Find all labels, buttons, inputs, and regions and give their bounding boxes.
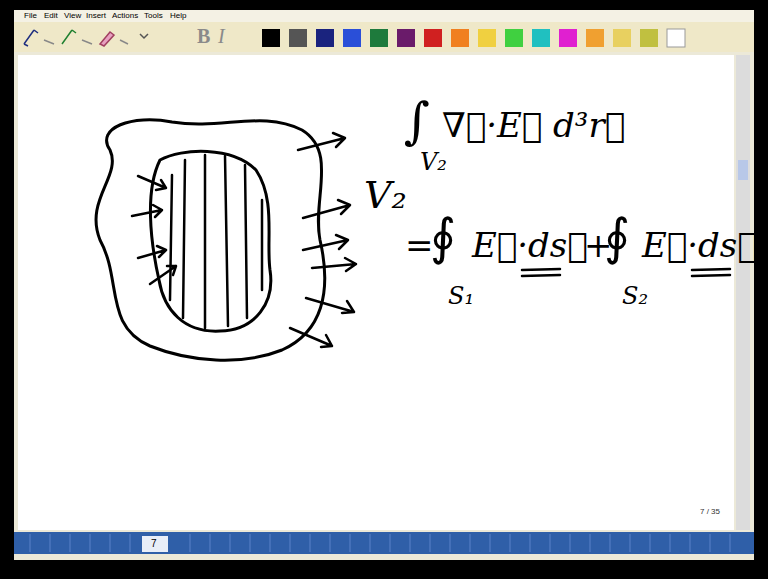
pen-tools [24,30,148,46]
equation-symbol: = [405,228,434,262]
outward-flux-arrows [290,133,356,347]
equation-term: ∇⃗·E⃗ d³r⃗ [442,108,625,142]
window-body [14,10,754,560]
menu-item: Actions [112,12,138,20]
integral-sign: ∮ [604,212,630,262]
outer-volume [96,120,325,360]
integral-sign: ∫ [404,96,430,146]
inward-flux-arrows [132,176,176,284]
page-number: 7 [151,539,157,549]
hatching [170,155,262,328]
scrollbar [736,55,750,530]
toolbar [14,22,754,52]
integral-sign: ∮ [430,212,456,262]
color-palette [262,29,685,47]
canvas [18,55,734,530]
scroll-thumb [738,160,748,180]
inner-volume [150,151,270,331]
page-counter: 7 / 35 [700,508,720,516]
integral-subscript: S₂ [622,284,648,308]
double-underlines [522,269,730,276]
volume-sketch [96,120,356,360]
menu-item: Insert [86,12,106,20]
page-tab [142,536,168,552]
volume-label: V₂ [364,176,407,214]
menu-item: Help [170,12,186,20]
integral-subscript: V₂ [420,150,447,174]
menu-item: View [64,12,81,20]
menu-item: Tools [144,12,163,20]
menu-item: Edit [44,12,58,20]
format-button: B [197,26,210,46]
page-bar [14,532,754,554]
menu-item: File [24,12,37,20]
format-button: I [218,26,225,46]
integral-subscript: S₁ [448,284,474,308]
page-ticks [30,534,730,552]
menu-bar [14,10,754,22]
equation-term: E⃗·ds⃗ [642,228,758,262]
equation-term: E⃗·ds⃗ [472,228,588,262]
